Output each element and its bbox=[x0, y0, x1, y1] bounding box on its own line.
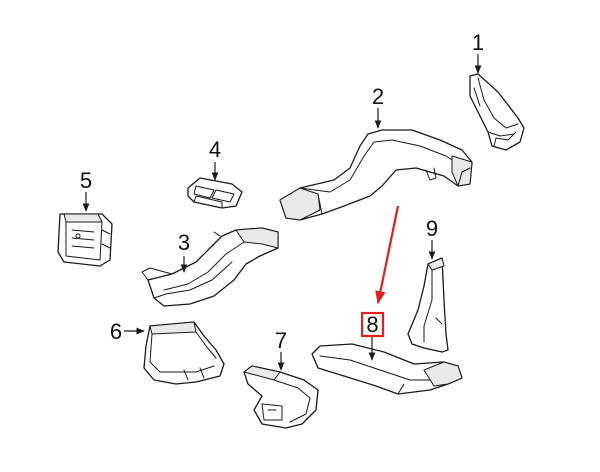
highlight-arrow bbox=[375, 205, 400, 305]
callout-6: 6 bbox=[110, 319, 122, 344]
callout-8-highlight-box bbox=[360, 311, 385, 338]
part-9-pillar-duct bbox=[407, 257, 449, 353]
callout-1: 1 bbox=[472, 30, 484, 55]
part-1-duct-elbow bbox=[469, 73, 525, 151]
callout-5: 5 bbox=[80, 168, 92, 193]
part-5-vent-box bbox=[57, 213, 113, 267]
callout-3: 3 bbox=[178, 230, 190, 255]
part-4-vent-bracket bbox=[187, 177, 243, 209]
part-3-center-duct bbox=[141, 227, 279, 307]
callout-7: 7 bbox=[275, 328, 287, 353]
part-2-main-duct bbox=[279, 129, 473, 221]
callout-4: 4 bbox=[209, 137, 221, 162]
part-7-lower-duct bbox=[243, 365, 319, 429]
part-6-lower-left-duct bbox=[143, 321, 225, 385]
callout-9: 9 bbox=[426, 216, 438, 241]
callout-8: 8 bbox=[366, 312, 378, 337]
callout-2: 2 bbox=[372, 84, 384, 109]
part-8-floor-duct bbox=[311, 343, 463, 395]
